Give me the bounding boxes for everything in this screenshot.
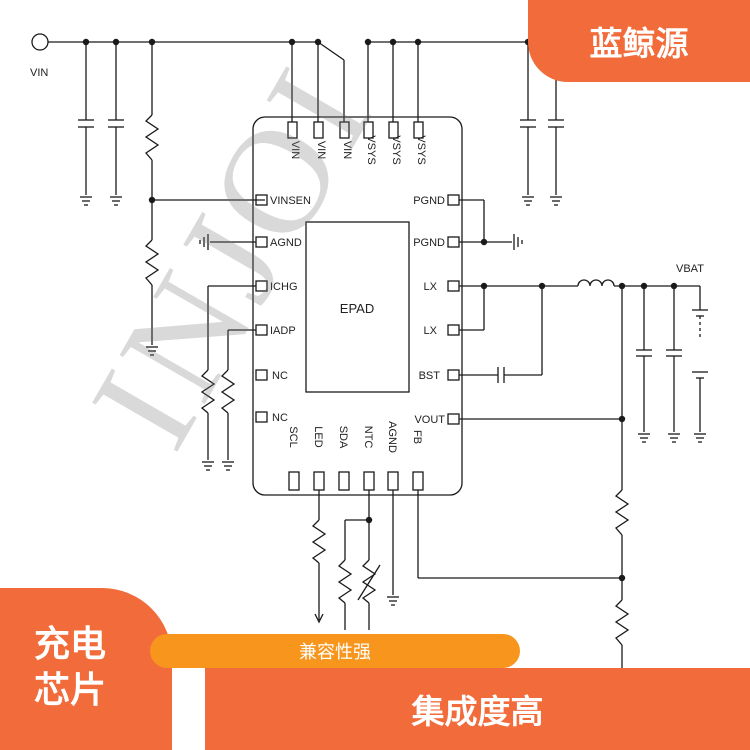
feature-band-text: 集成度高 — [411, 692, 544, 731]
feature-pill: 兼容性强 — [150, 634, 520, 668]
left-pin-6: NC — [272, 412, 288, 424]
product-badge: 充电芯片 — [0, 588, 172, 750]
top-pin-3: VIN — [341, 141, 353, 159]
feature-pill-text: 兼容性强 — [299, 642, 371, 663]
vin-net-label: VIN — [30, 67, 48, 79]
bottom-pin-4: NTC — [362, 426, 374, 449]
bottom-pin-3: SDA — [337, 426, 349, 449]
right-pin-4: LX — [424, 325, 438, 337]
bottom-pin-6: FB — [411, 430, 423, 444]
epad-label: EPAD — [340, 301, 374, 316]
bottom-pin-5: AGND — [386, 421, 398, 453]
top-pin-2: VIN — [315, 141, 327, 159]
right-pin-3: LX — [424, 281, 438, 293]
chip-body — [252, 116, 463, 496]
right-pin-5: BST — [419, 370, 441, 382]
product-name: 充电芯片 — [34, 624, 107, 711]
vbat-net-label: VBAT — [676, 263, 704, 275]
brand-name: 蓝鲸源 — [589, 24, 689, 63]
right-pin-1: PGND — [413, 195, 445, 207]
top-pin-4: VSYS — [365, 135, 377, 164]
right-pin-2: PGND — [413, 237, 445, 249]
left-pin-5: NC — [272, 370, 288, 382]
brand-badge: 蓝鲸源 — [528, 0, 750, 82]
bottom-pin-2: LED — [312, 426, 324, 447]
left-pin-4: IADP — [270, 325, 296, 337]
top-pin-5: VSYS — [390, 135, 402, 164]
left-pin-3: ICHG — [270, 281, 298, 293]
feature-band: 集成度高 — [205, 668, 750, 750]
epad-pad — [305, 221, 410, 393]
right-pin-6: VOUT — [414, 414, 445, 426]
left-pin-1: VINSEN — [270, 195, 311, 207]
top-pin-6: VSYS — [415, 135, 427, 164]
top-pin-1: VIN — [289, 141, 301, 159]
bottom-pin-1: SCL — [287, 426, 299, 447]
left-pin-2: AGND — [270, 237, 302, 249]
vin-terminal — [31, 33, 49, 51]
